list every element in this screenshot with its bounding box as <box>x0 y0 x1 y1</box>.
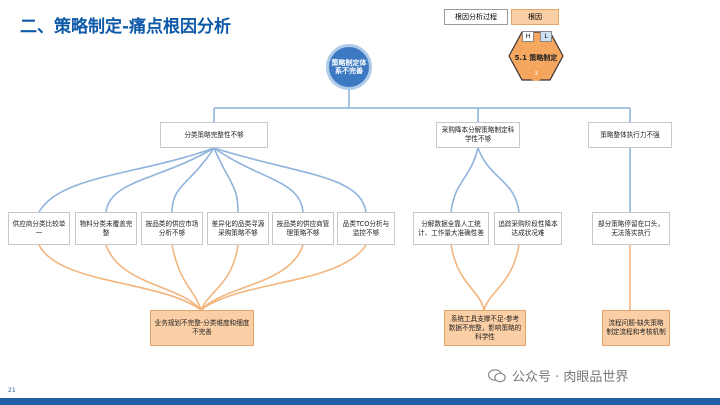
level2-item: 按品类的供应商管理策略不够 <box>272 212 334 245</box>
level1-cost-reduction: 采购降本分解策略制定科学性不够 <box>436 122 520 148</box>
page-title: 二、策略制定-痛点根因分析 <box>20 17 232 37</box>
level2-item: 差异化的品类寻源采购策略不够 <box>207 212 269 245</box>
level1-execution: 策略整体执行力不强 <box>588 122 672 148</box>
hex-h-tag: H <box>522 31 534 42</box>
page-number: 21 <box>8 387 16 394</box>
level2-item: 供应商分类比较单一 <box>8 212 70 245</box>
level2-item: 按品类的供应市场分析不够 <box>141 212 203 245</box>
level2-item: 部分策略停留在口头，无法落实执行 <box>592 212 670 245</box>
level1-classification: 分类策略完整性不够 <box>160 122 268 148</box>
legend-root-cause: 根因 <box>511 9 559 25</box>
root-node: 策略制定体系不完善 <box>326 44 372 90</box>
wechat-icon <box>487 368 506 383</box>
level2-item: 分解数据全靠人工统计、工作量大准确性差 <box>413 212 489 245</box>
watermark-text: 公众号 · 肉眼品世界 <box>512 370 629 385</box>
legend-process: 根因分析过程 <box>444 9 508 25</box>
hex-number: 3 <box>529 67 543 81</box>
footer-bar <box>0 398 720 405</box>
level2-item: 品类TCO分析与监控不够 <box>337 212 395 245</box>
level2-item: 物料分类未覆盖完整 <box>75 212 137 245</box>
hex-label: 5.1 策略制定 <box>514 54 558 62</box>
hex-l-tag: L <box>540 31 552 42</box>
level2-item: 追踪采购阶段性降本达成状况难 <box>494 212 562 245</box>
root-cause-planning: 业务规划不完整-分类维度和细度不完善 <box>150 310 254 346</box>
root-cause-system-tools: 系统工具支撑不足-参考数据不完整，影响策略的科学性 <box>444 310 526 346</box>
watermark: 公众号 · 肉眼品世界 <box>487 366 629 385</box>
root-cause-process: 流程问题-缺失策略制定流程和考核机制 <box>602 310 670 346</box>
